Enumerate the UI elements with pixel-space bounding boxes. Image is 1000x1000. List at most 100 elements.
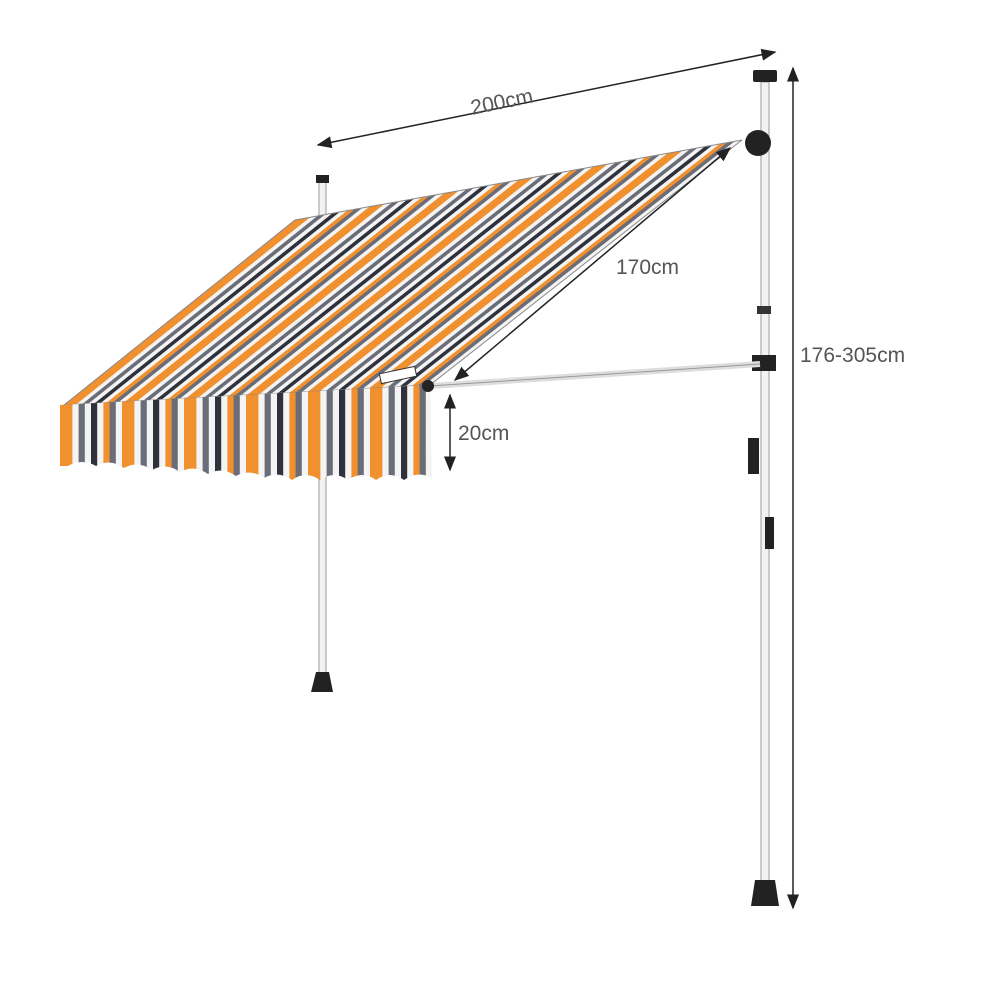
valance-stripe xyxy=(202,385,210,480)
width-label: 200cm xyxy=(469,85,535,120)
valance-stripe xyxy=(103,385,111,480)
valance-stripe xyxy=(320,385,328,480)
valance-stripe xyxy=(84,385,92,480)
canopy-stripe xyxy=(137,202,393,401)
valance-stripe xyxy=(146,385,154,480)
width-dimension-arrow xyxy=(316,48,777,149)
front-bar-end xyxy=(422,380,434,392)
canopy-stripe xyxy=(82,214,326,404)
canopy-stripe xyxy=(234,181,513,396)
valance-stripe xyxy=(190,385,198,480)
canopy-stripe xyxy=(186,192,453,399)
valance-stripe xyxy=(326,385,334,480)
valance-stripe xyxy=(295,385,303,480)
canopy-stripe xyxy=(222,184,498,397)
valance-stripe xyxy=(382,385,390,480)
right-foot xyxy=(751,880,779,906)
crank-handle-lower xyxy=(765,517,774,549)
canopy-stripe xyxy=(125,205,378,402)
valance-stripe xyxy=(351,385,359,480)
left-foot xyxy=(311,672,333,692)
valance-stripe xyxy=(153,385,161,480)
canopy-stripe xyxy=(204,188,475,398)
valance-stripe xyxy=(277,385,285,480)
valance-stripe xyxy=(171,385,179,480)
valance-stripe xyxy=(196,385,204,480)
right-ceiling-cap xyxy=(753,70,777,82)
valance-stripe xyxy=(208,385,216,480)
valance-stripe xyxy=(413,385,421,480)
valance-stripe xyxy=(270,385,278,480)
canopy-stripe xyxy=(161,197,423,400)
valance-stripe xyxy=(215,385,223,480)
valance-stripe xyxy=(221,385,229,480)
valance-stripe xyxy=(425,385,432,480)
valance-stripe xyxy=(66,385,74,480)
canopy-stripe xyxy=(112,208,364,403)
canopy-stripe xyxy=(64,218,304,405)
valance-stripe xyxy=(115,385,123,480)
canopy-stripe xyxy=(210,186,483,397)
valance-stripe xyxy=(345,385,353,480)
valance-stripe xyxy=(314,385,322,480)
valance-stripe xyxy=(407,385,415,480)
valance-stripe xyxy=(60,385,68,480)
canopy-stripe xyxy=(131,204,386,402)
valance-stripe xyxy=(363,385,371,480)
valance-stripe xyxy=(332,385,340,480)
canopy-stripe xyxy=(76,216,319,405)
valance-stripe xyxy=(109,385,117,480)
valance-stripe xyxy=(227,385,235,480)
valance-stripe xyxy=(308,385,316,480)
canopy-stripe xyxy=(179,193,445,399)
valance-stripe xyxy=(140,385,148,480)
canopy-stripe xyxy=(70,217,311,405)
projection-label: 170cm xyxy=(616,256,679,279)
valance-stripe xyxy=(72,385,80,480)
canopy-stripe xyxy=(173,194,438,399)
roller-bracket xyxy=(745,130,771,156)
canopy-stripe xyxy=(228,182,505,396)
valance-stripe xyxy=(122,385,130,480)
valance-stripe xyxy=(252,385,260,480)
canopy-stripe xyxy=(88,213,334,404)
canopy-stripe xyxy=(167,196,431,400)
right-pole xyxy=(745,70,779,906)
valance-stripe xyxy=(177,385,185,480)
canopy-stripe xyxy=(143,201,401,401)
valance-stripe xyxy=(97,385,105,480)
canopy-stripe xyxy=(155,198,416,400)
canopy-stripe xyxy=(149,200,408,401)
height-label: 176-305cm xyxy=(800,344,905,367)
valance-stripe xyxy=(419,385,427,480)
valance-stripe xyxy=(233,385,241,480)
projection-dimension-arrow xyxy=(453,147,732,381)
canopy-stripe xyxy=(198,189,468,398)
valance-stripe xyxy=(184,385,192,480)
valance-stripe xyxy=(339,385,347,480)
canopy-stripe xyxy=(100,210,349,403)
valance-stripe xyxy=(159,385,167,480)
valance-label: 20cm xyxy=(458,422,509,445)
brand-label xyxy=(378,365,418,385)
valance-stripe xyxy=(246,385,254,480)
valance-stripe xyxy=(301,385,309,480)
valance-stripe xyxy=(401,385,409,480)
canopy-stripe xyxy=(118,206,371,402)
valance-stripe xyxy=(78,385,86,480)
canopy-stripe xyxy=(94,212,341,404)
crank-handle-upper xyxy=(748,438,759,474)
valance-stripe xyxy=(394,385,402,480)
valance-stripe xyxy=(388,385,396,480)
canopy-stripe xyxy=(106,209,356,403)
valance-stripe xyxy=(289,385,297,480)
valance-stripe xyxy=(370,385,378,480)
valance-stripe xyxy=(283,385,291,480)
awning-valance xyxy=(60,385,432,480)
valance-stripe xyxy=(357,385,365,480)
valance-stripe xyxy=(128,385,136,480)
left-ceiling-cap xyxy=(316,175,329,183)
valance-stripe xyxy=(264,385,272,480)
